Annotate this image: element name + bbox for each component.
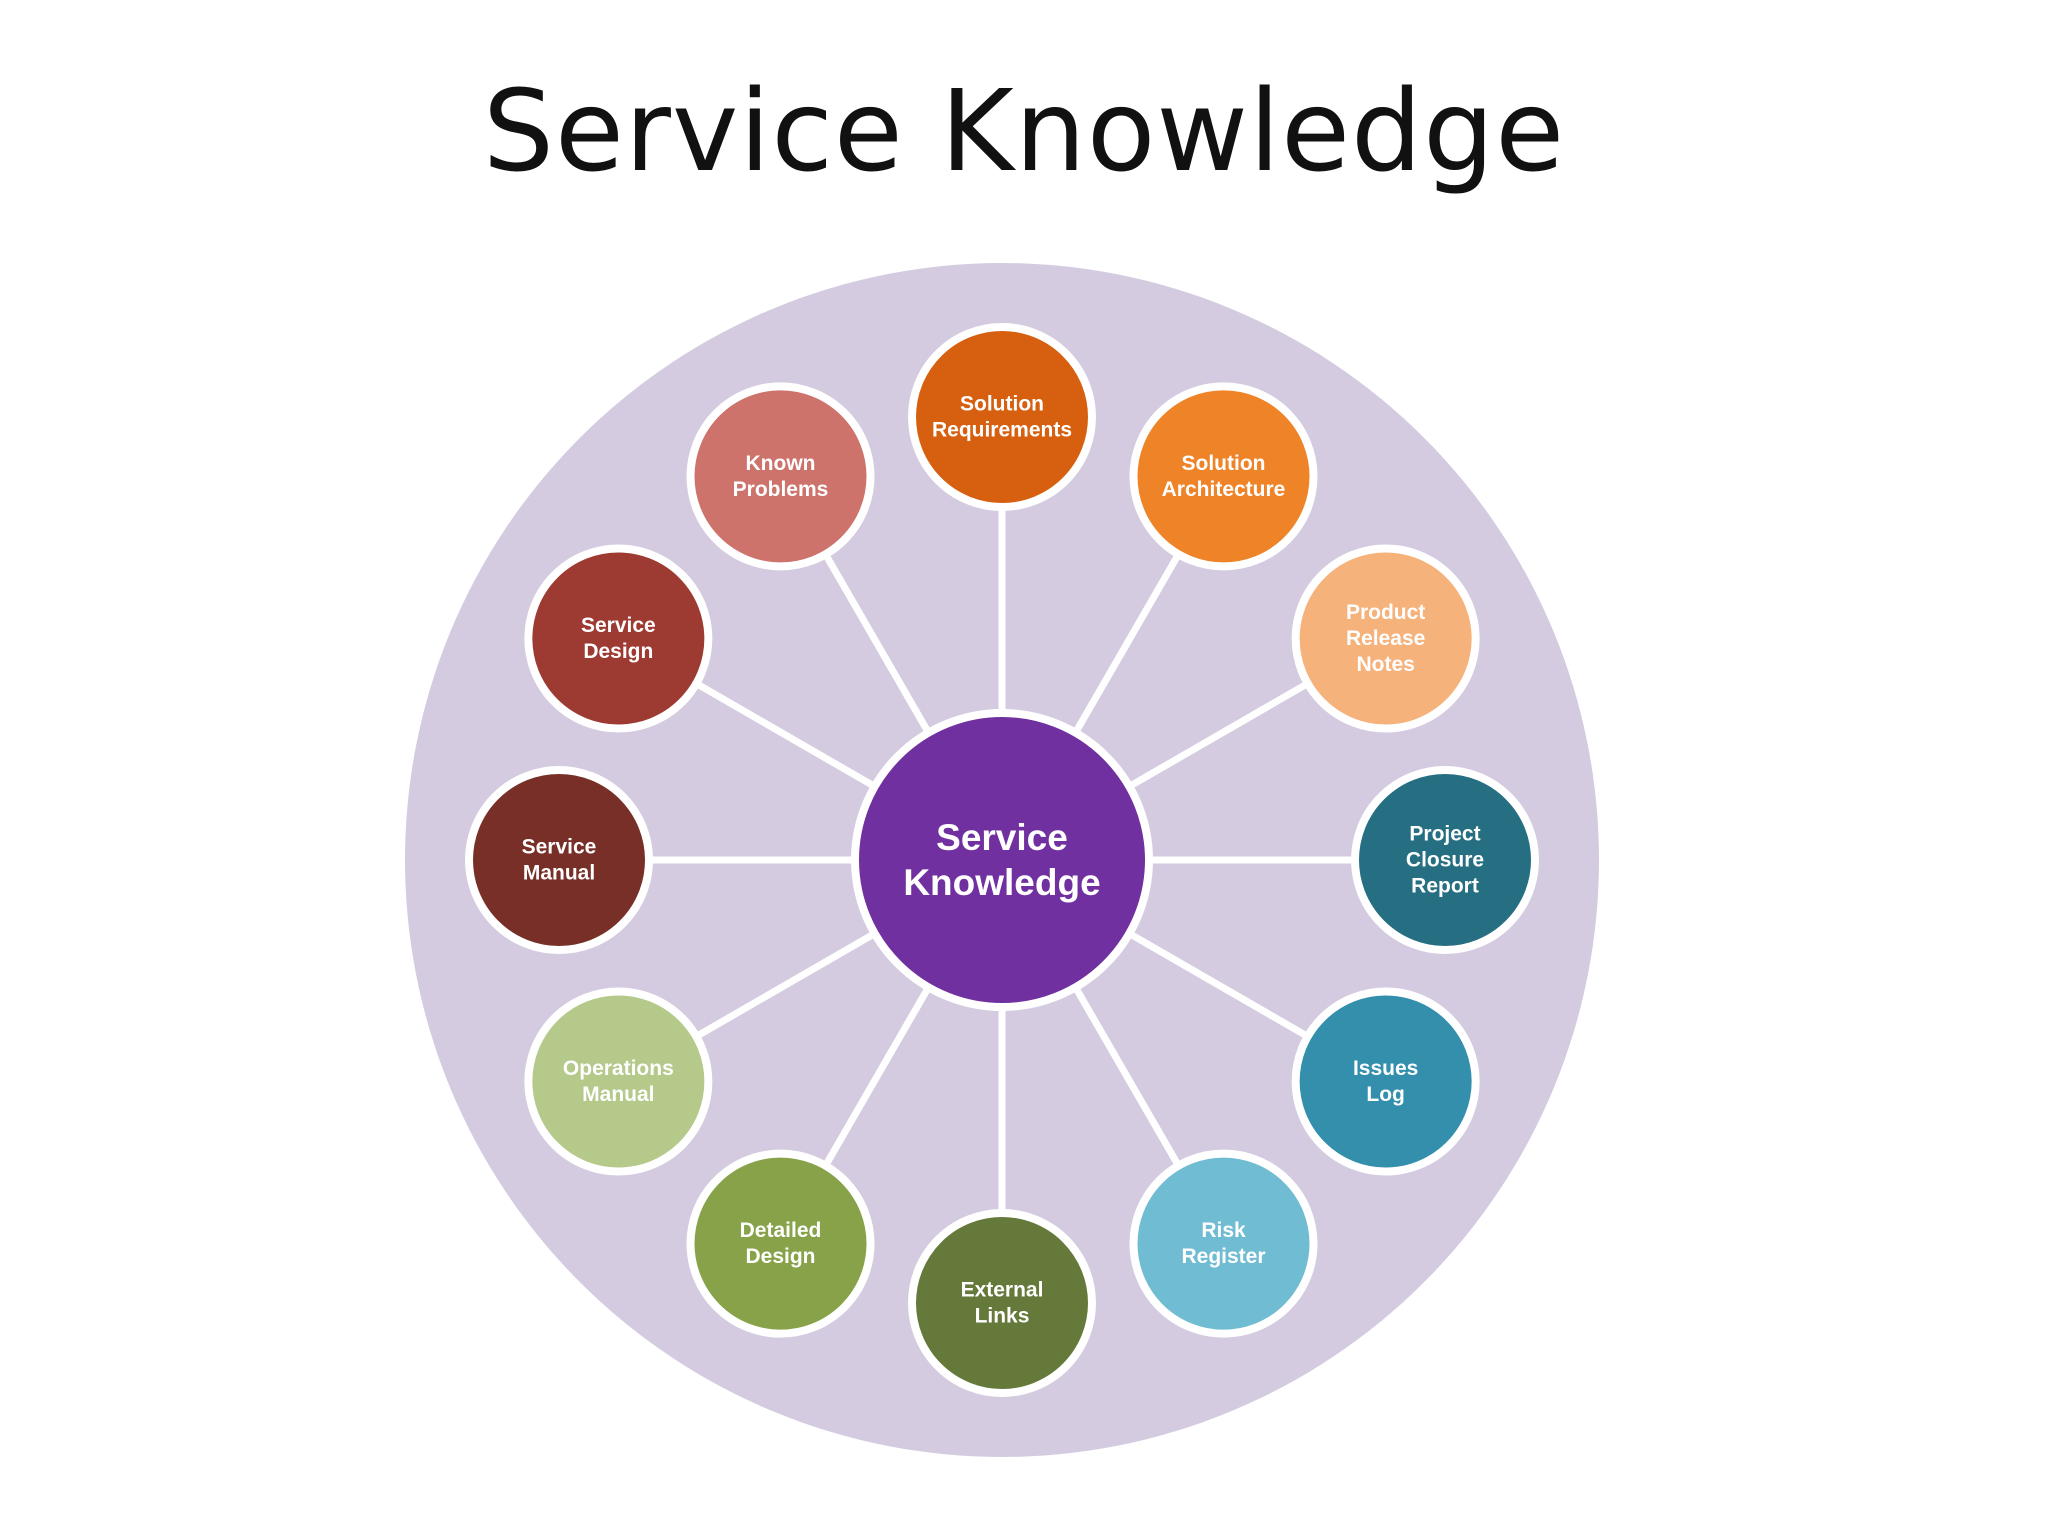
node-label-issues-log-line-1: Issues: [1353, 1057, 1418, 1080]
slide-title: Service Knowledge: [482, 67, 1566, 197]
node-label-solution-requirements-line-1: Solution: [960, 393, 1044, 416]
node-circle-external-links: [908, 1209, 1096, 1397]
node-label-product-release-notes-line-3: Notes: [1356, 653, 1414, 676]
hub-circle: [851, 709, 1153, 1011]
node-label-external-links-line-2: Links: [975, 1305, 1030, 1328]
node-label-service-manual-line-1: Service: [522, 836, 597, 859]
nodes: SolutionRequirementsSolutionArchitecture…: [465, 323, 1539, 1397]
node-circle-issues-log: [1291, 987, 1480, 1176]
node-label-external-links-line-1: External: [961, 1279, 1044, 1302]
node-label-solution-requirements-line-2: Requirements: [932, 419, 1072, 442]
node-label-product-release-notes-line-1: Product: [1346, 601, 1425, 624]
node-label-project-closure-report-line-2: Closure: [1406, 849, 1484, 872]
node-circle-risk-register: [1129, 1149, 1318, 1338]
node-label-operations-manual-line-1: Operations: [563, 1057, 674, 1080]
hub-label-line-1: Service: [936, 817, 1068, 858]
node-label-operations-manual-line-2: Manual: [582, 1083, 654, 1106]
node-label-risk-register-line-1: Risk: [1201, 1219, 1246, 1242]
node-circle-known-problems: [686, 382, 875, 571]
node-circle-project-closure-report: [1351, 766, 1539, 954]
node-circle-operations-manual: [524, 987, 713, 1176]
node-label-service-design-line-2: Design: [583, 640, 653, 663]
node-label-solution-architecture-line-2: Architecture: [1162, 478, 1286, 501]
node-label-project-closure-report-line-3: Report: [1411, 875, 1479, 898]
node-label-issues-log-line-2: Log: [1366, 1083, 1404, 1106]
node-circle-solution-architecture: [1129, 382, 1318, 571]
hub-label-line-2: Knowledge: [903, 862, 1100, 903]
node-circle-detailed-design: [686, 1149, 875, 1338]
node-circle-product-release-notes: [1291, 544, 1480, 733]
node-label-known-problems-line-2: Problems: [733, 478, 829, 501]
node-label-risk-register-line-2: Register: [1181, 1245, 1265, 1268]
node-circle-service-design: [524, 544, 713, 733]
node-label-detailed-design-line-2: Design: [745, 1245, 815, 1268]
node-label-detailed-design-line-1: Detailed: [740, 1219, 822, 1242]
node-label-project-closure-report-line-1: Project: [1409, 823, 1480, 846]
node-circle-solution-requirements: [908, 323, 1096, 511]
node-circle-service-manual: [465, 766, 653, 954]
node-label-product-release-notes-line-2: Release: [1346, 627, 1425, 650]
node-label-service-manual-line-2: Manual: [523, 862, 595, 885]
node-label-solution-architecture-line-1: Solution: [1182, 452, 1266, 475]
node-label-known-problems-line-1: Known: [746, 452, 816, 475]
node-label-service-design-line-1: Service: [581, 614, 656, 637]
